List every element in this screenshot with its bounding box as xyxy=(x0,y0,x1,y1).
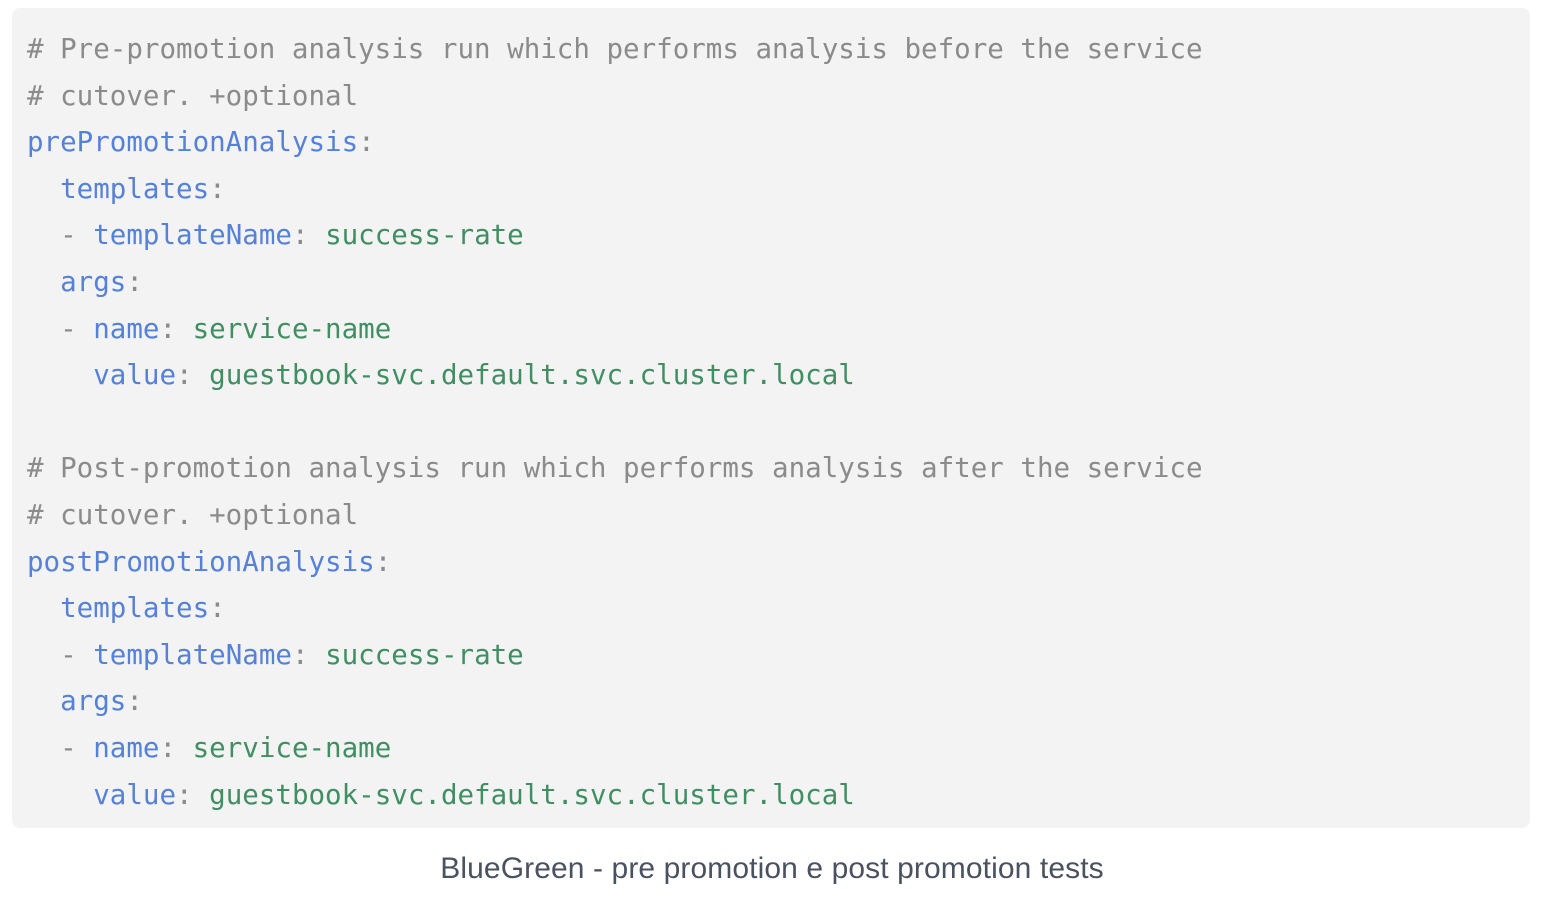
code-listing[interactable]: # Pre-promotion analysis run which perfo… xyxy=(12,26,1530,818)
code-token-plain xyxy=(27,359,93,391)
code-token-key: postPromotionAnalysis xyxy=(27,545,375,578)
code-line: value: guestbook-svc.default.svc.cluster… xyxy=(27,352,1530,399)
code-token-value: guestbook-svc.default.svc.cluster.local xyxy=(209,359,855,392)
code-line: prePromotionAnalysis: xyxy=(27,119,1530,166)
code-token-punct: : xyxy=(291,219,326,252)
code-line: args: xyxy=(27,259,1530,306)
code-token-plain xyxy=(27,732,60,764)
code-block[interactable]: # Pre-promotion analysis run which perfo… xyxy=(12,8,1530,828)
code-token-punct: : xyxy=(126,265,143,298)
code-token-dash: - xyxy=(60,312,94,345)
code-line: - templateName: success-rate xyxy=(27,632,1530,679)
code-line: # cutover. +optional xyxy=(27,492,1530,539)
code-token-key: templates xyxy=(60,592,210,625)
code-line: postPromotionAnalysis: xyxy=(27,539,1530,586)
code-token-punct: : xyxy=(209,172,226,205)
code-token-punct: : xyxy=(159,312,193,345)
code-token-plain xyxy=(27,266,60,298)
code-token-dash: - xyxy=(60,731,94,764)
code-token-punct: : xyxy=(159,731,193,764)
code-line: value: guestbook-svc.default.svc.cluster… xyxy=(27,772,1530,819)
code-token-punct: : xyxy=(176,778,210,811)
code-token-punct: : xyxy=(176,359,210,392)
code-token-comment: # cutover. +optional xyxy=(27,498,359,531)
code-line: - name: service-name xyxy=(27,725,1530,772)
code-token-punct: : xyxy=(374,545,392,578)
code-line: templates: xyxy=(27,585,1530,632)
code-line: args: xyxy=(27,678,1530,725)
code-token-punct: : xyxy=(291,638,326,671)
code-token-punct: : xyxy=(126,685,143,718)
code-token-key: templateName xyxy=(93,638,292,671)
code-token-value: success-rate xyxy=(325,219,524,252)
figure-caption: BlueGreen - pre promotion e post promoti… xyxy=(440,852,1104,885)
code-token-key: prePromotionAnalysis xyxy=(27,126,359,159)
code-line: # Pre-promotion analysis run which perfo… xyxy=(27,26,1530,73)
code-token-key: value xyxy=(93,359,177,392)
code-token-punct: : xyxy=(358,126,375,159)
code-token-plain xyxy=(27,779,93,811)
code-token-plain xyxy=(27,219,60,251)
code-token-key: value xyxy=(93,778,177,811)
code-token-plain xyxy=(27,639,60,671)
code-token-dash: - xyxy=(60,638,94,671)
code-token-plain xyxy=(27,592,60,624)
code-token-key: args xyxy=(60,265,127,298)
code-token-value: service-name xyxy=(192,312,392,345)
code-line: templates: xyxy=(27,166,1530,213)
code-token-key: args xyxy=(60,685,127,718)
code-token-comment: # Pre-promotion analysis run which perfo… xyxy=(27,33,1203,65)
code-token-key: name xyxy=(93,731,160,764)
code-token-plain xyxy=(27,685,60,717)
code-token-comment: # Post-promotion analysis run which perf… xyxy=(27,452,1203,485)
code-token-dash: - xyxy=(60,219,94,252)
code-token-value: success-rate xyxy=(325,638,524,671)
code-line: # cutover. +optional xyxy=(27,73,1530,120)
code-token-key: templateName xyxy=(93,219,292,252)
code-token-plain xyxy=(27,173,60,205)
code-line: - name: service-name xyxy=(27,306,1530,353)
code-token-value: service-name xyxy=(192,731,392,764)
code-token-key: name xyxy=(93,312,160,345)
code-line: # Post-promotion analysis run which perf… xyxy=(27,445,1530,492)
code-token-punct: : xyxy=(209,592,226,625)
code-line xyxy=(27,399,1530,446)
code-token-plain xyxy=(27,313,60,345)
code-line: - templateName: success-rate xyxy=(27,212,1530,259)
code-token-key: templates xyxy=(60,172,210,205)
code-token-comment: # cutover. +optional xyxy=(27,79,359,112)
code-token-value: guestbook-svc.default.svc.cluster.local xyxy=(209,778,855,811)
